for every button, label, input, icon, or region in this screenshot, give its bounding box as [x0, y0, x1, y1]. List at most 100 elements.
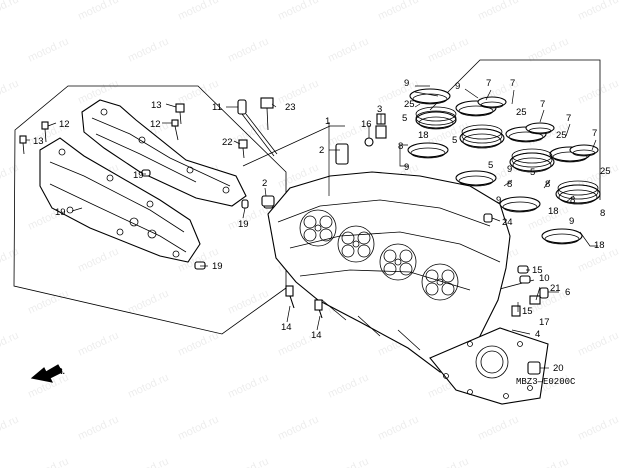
watermark-text: motod.ru: [126, 287, 170, 316]
watermark-text: motod.ru: [326, 455, 370, 468]
watermark-text: motod.ru: [276, 413, 320, 442]
watermark-text: motod.ru: [0, 77, 21, 106]
callout-1: 1: [325, 116, 330, 127]
watermark-text: motod.ru: [526, 455, 570, 468]
callout-10: 10: [539, 273, 550, 284]
watermark-text: motod.ru: [276, 77, 320, 106]
callout-25: 25: [404, 99, 415, 110]
watermark-text: motod.ru: [576, 0, 620, 23]
callout-9: 9: [569, 216, 574, 227]
callout-7: 7: [592, 128, 597, 139]
watermark-text: motod.ru: [226, 35, 270, 64]
callout-5: 5: [530, 167, 535, 178]
watermark-text: motod.ru: [0, 245, 21, 274]
callout-19: 19: [55, 207, 66, 218]
front-label: FR.: [52, 367, 65, 376]
watermark-text: motod.ru: [176, 0, 220, 23]
front-direction-arrow: FR.: [30, 364, 65, 383]
callout-7: 7: [486, 78, 491, 89]
studs: [285, 285, 323, 319]
callout-18: 18: [548, 206, 559, 217]
cylinder-head: [261, 143, 549, 405]
watermark-text: motod.ru: [476, 0, 520, 23]
callout-8: 8: [600, 208, 605, 219]
callout-7: 7: [566, 113, 571, 124]
watermark-text: motod.ru: [0, 0, 21, 23]
watermark-text: motod.ru: [126, 35, 170, 64]
callout-19: 19: [133, 170, 144, 181]
cylinder-head-cover-upper: [81, 99, 247, 207]
callout-12: 12: [150, 119, 161, 130]
callout-17: 17: [539, 317, 550, 328]
callout-19: 19: [212, 261, 223, 272]
watermark-text: motod.ru: [0, 161, 21, 190]
callout-24: 24: [502, 217, 513, 228]
watermark-text: motod.ru: [0, 329, 21, 358]
callout-21: 21: [550, 283, 561, 294]
watermark-text: motod.ru: [576, 77, 620, 106]
callout-4: 4: [535, 329, 540, 340]
watermark-text: motod.ru: [276, 0, 320, 23]
watermark-text: motod.ru: [576, 413, 620, 442]
bolts-left: [19, 103, 274, 270]
bolt-assembly-11-22-23: [237, 97, 278, 159]
callout-2: 2: [262, 178, 267, 189]
watermark-text: motod.ru: [226, 455, 270, 468]
callout-5: 5: [488, 160, 493, 171]
callout-14: 14: [311, 330, 322, 341]
watermark-text: motod.ru: [326, 35, 370, 64]
callout-18: 18: [418, 130, 429, 141]
callout-5: 5: [402, 113, 407, 124]
callout-11: 11: [212, 102, 222, 113]
callout-13: 13: [33, 136, 44, 147]
watermark-text: motod.ru: [126, 455, 170, 468]
leader-lines: [26, 103, 559, 369]
callout-13: 13: [151, 100, 162, 111]
callout-9: 9: [404, 78, 409, 89]
callout-19: 19: [238, 219, 249, 230]
callout-7: 7: [510, 78, 515, 89]
watermark-text: motod.ru: [326, 371, 370, 400]
cylinder-head-cover-left: [39, 137, 201, 263]
watermark-text: motod.ru: [76, 329, 120, 358]
callout-15: 15: [532, 265, 543, 276]
callout-labels: 1 2 2 3 4 5 5 5 5 6 7 7 7 7 7 8 8 8 8 8 …: [33, 78, 611, 374]
callout-23: 23: [285, 102, 296, 113]
intake-insulators: [407, 88, 601, 245]
callout-25: 25: [556, 130, 567, 141]
watermark-text: motod.ru: [226, 371, 270, 400]
watermark-text: motod.ru: [426, 35, 470, 64]
callout-9: 9: [455, 81, 460, 92]
callout-8: 8: [398, 141, 403, 152]
callout-18: 18: [594, 240, 605, 251]
watermark-text: motod.ru: [126, 371, 170, 400]
callout-16: 16: [361, 119, 372, 130]
callout-8: 8: [507, 179, 512, 190]
watermark-text: motod.ru: [176, 329, 220, 358]
watermark-text: motod.ru: [76, 245, 120, 274]
callout-15: 15: [522, 306, 533, 317]
watermark-text: motod.ru: [76, 0, 120, 23]
callout-6: 6: [565, 287, 570, 298]
watermark-text: motod.ru: [476, 413, 520, 442]
watermark-text: motod.ru: [226, 119, 270, 148]
callout-2: 2: [319, 145, 324, 156]
watermark-text: motod.ru: [0, 413, 21, 442]
callout-5: 5: [452, 135, 457, 146]
callout-9: 9: [404, 162, 409, 173]
watermark-text: motod.ru: [226, 287, 270, 316]
callout-20: 20: [553, 363, 564, 374]
callout-9: 9: [507, 164, 512, 175]
watermark-text: motod.ru: [26, 455, 70, 468]
watermark-text: motod.ru: [26, 35, 70, 64]
callout-7: 7: [540, 99, 545, 110]
watermark-text: motod.ru: [376, 413, 420, 442]
group-brackets: [399, 85, 598, 247]
watermark-text: motod.ru: [176, 413, 220, 442]
watermark-text: motod.ru: [26, 287, 70, 316]
watermark-text: motod.ru: [426, 455, 470, 468]
callout-25: 25: [600, 166, 611, 177]
callout-9: 9: [496, 195, 501, 206]
